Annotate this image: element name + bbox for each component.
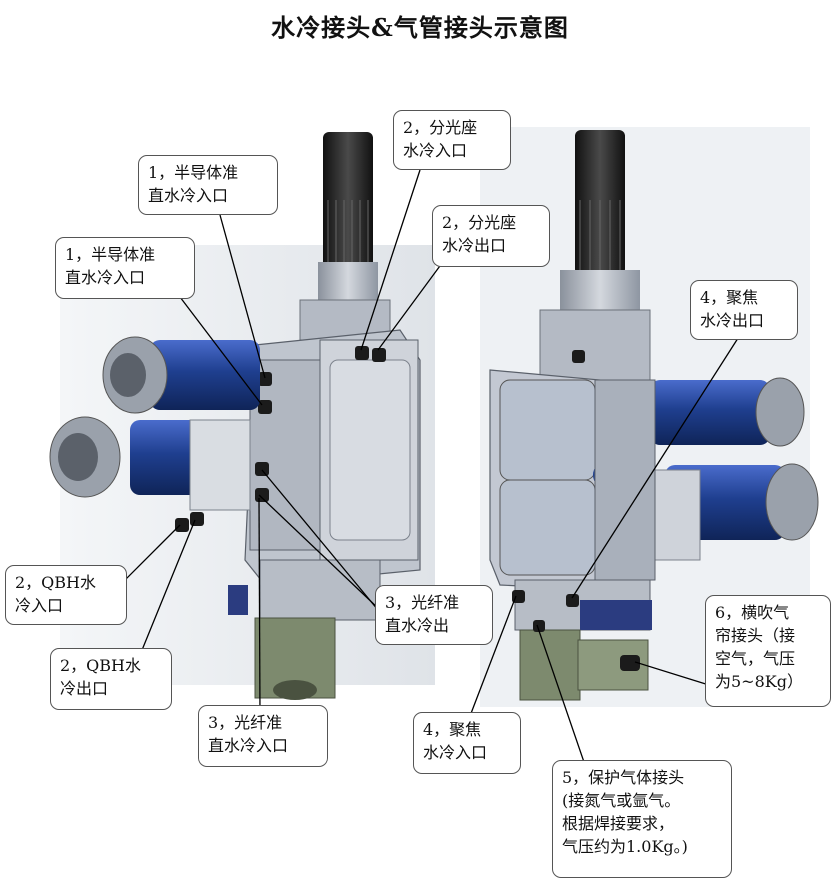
callout-fiber-collimation-in: 3，光纤准 直水冷入口 bbox=[198, 705, 328, 767]
callout-focus-inlet: 4，聚焦 水冷入口 bbox=[413, 712, 521, 774]
right-qbh-upper bbox=[650, 380, 770, 445]
callout-splitter-inlet: 2，分光座 水冷入口 bbox=[393, 110, 511, 170]
callout-shield-gas: 5，保护气体接头 (接氮气或氩气。 根据焊接要求， 气压约为1.0Kg。) bbox=[552, 760, 732, 878]
left-head-view bbox=[49, 132, 421, 700]
callout-qbh-inlet: 2，QBH水 冷入口 bbox=[5, 565, 127, 625]
callout-semiconductor-inlet-lower: 1，半导体准 直水冷入口 bbox=[55, 237, 195, 299]
callout-semiconductor-inlet-upper: 1，半导体准 直水冷入口 bbox=[138, 155, 278, 215]
leader-lines bbox=[119, 169, 741, 766]
callout-cross-air-curtain: 6，横吹气 帘接头（接 空气，气压 为5~8Kg） bbox=[705, 595, 831, 707]
callout-focus-outlet: 4，聚焦 水冷出口 bbox=[690, 280, 798, 340]
callout-fiber-collimation-out: 3，光纤准 直水冷出 bbox=[375, 585, 493, 645]
left-black-tube bbox=[323, 132, 373, 272]
callout-qbh-outlet: 2，QBH水 冷出口 bbox=[50, 648, 172, 710]
left-qbh-upper bbox=[150, 340, 260, 410]
callout-splitter-outlet: 2，分光座 水冷出口 bbox=[432, 205, 550, 267]
right-nozzle-block bbox=[519, 629, 581, 701]
page-title: 水冷接头&气管接头示意图 bbox=[271, 13, 569, 42]
